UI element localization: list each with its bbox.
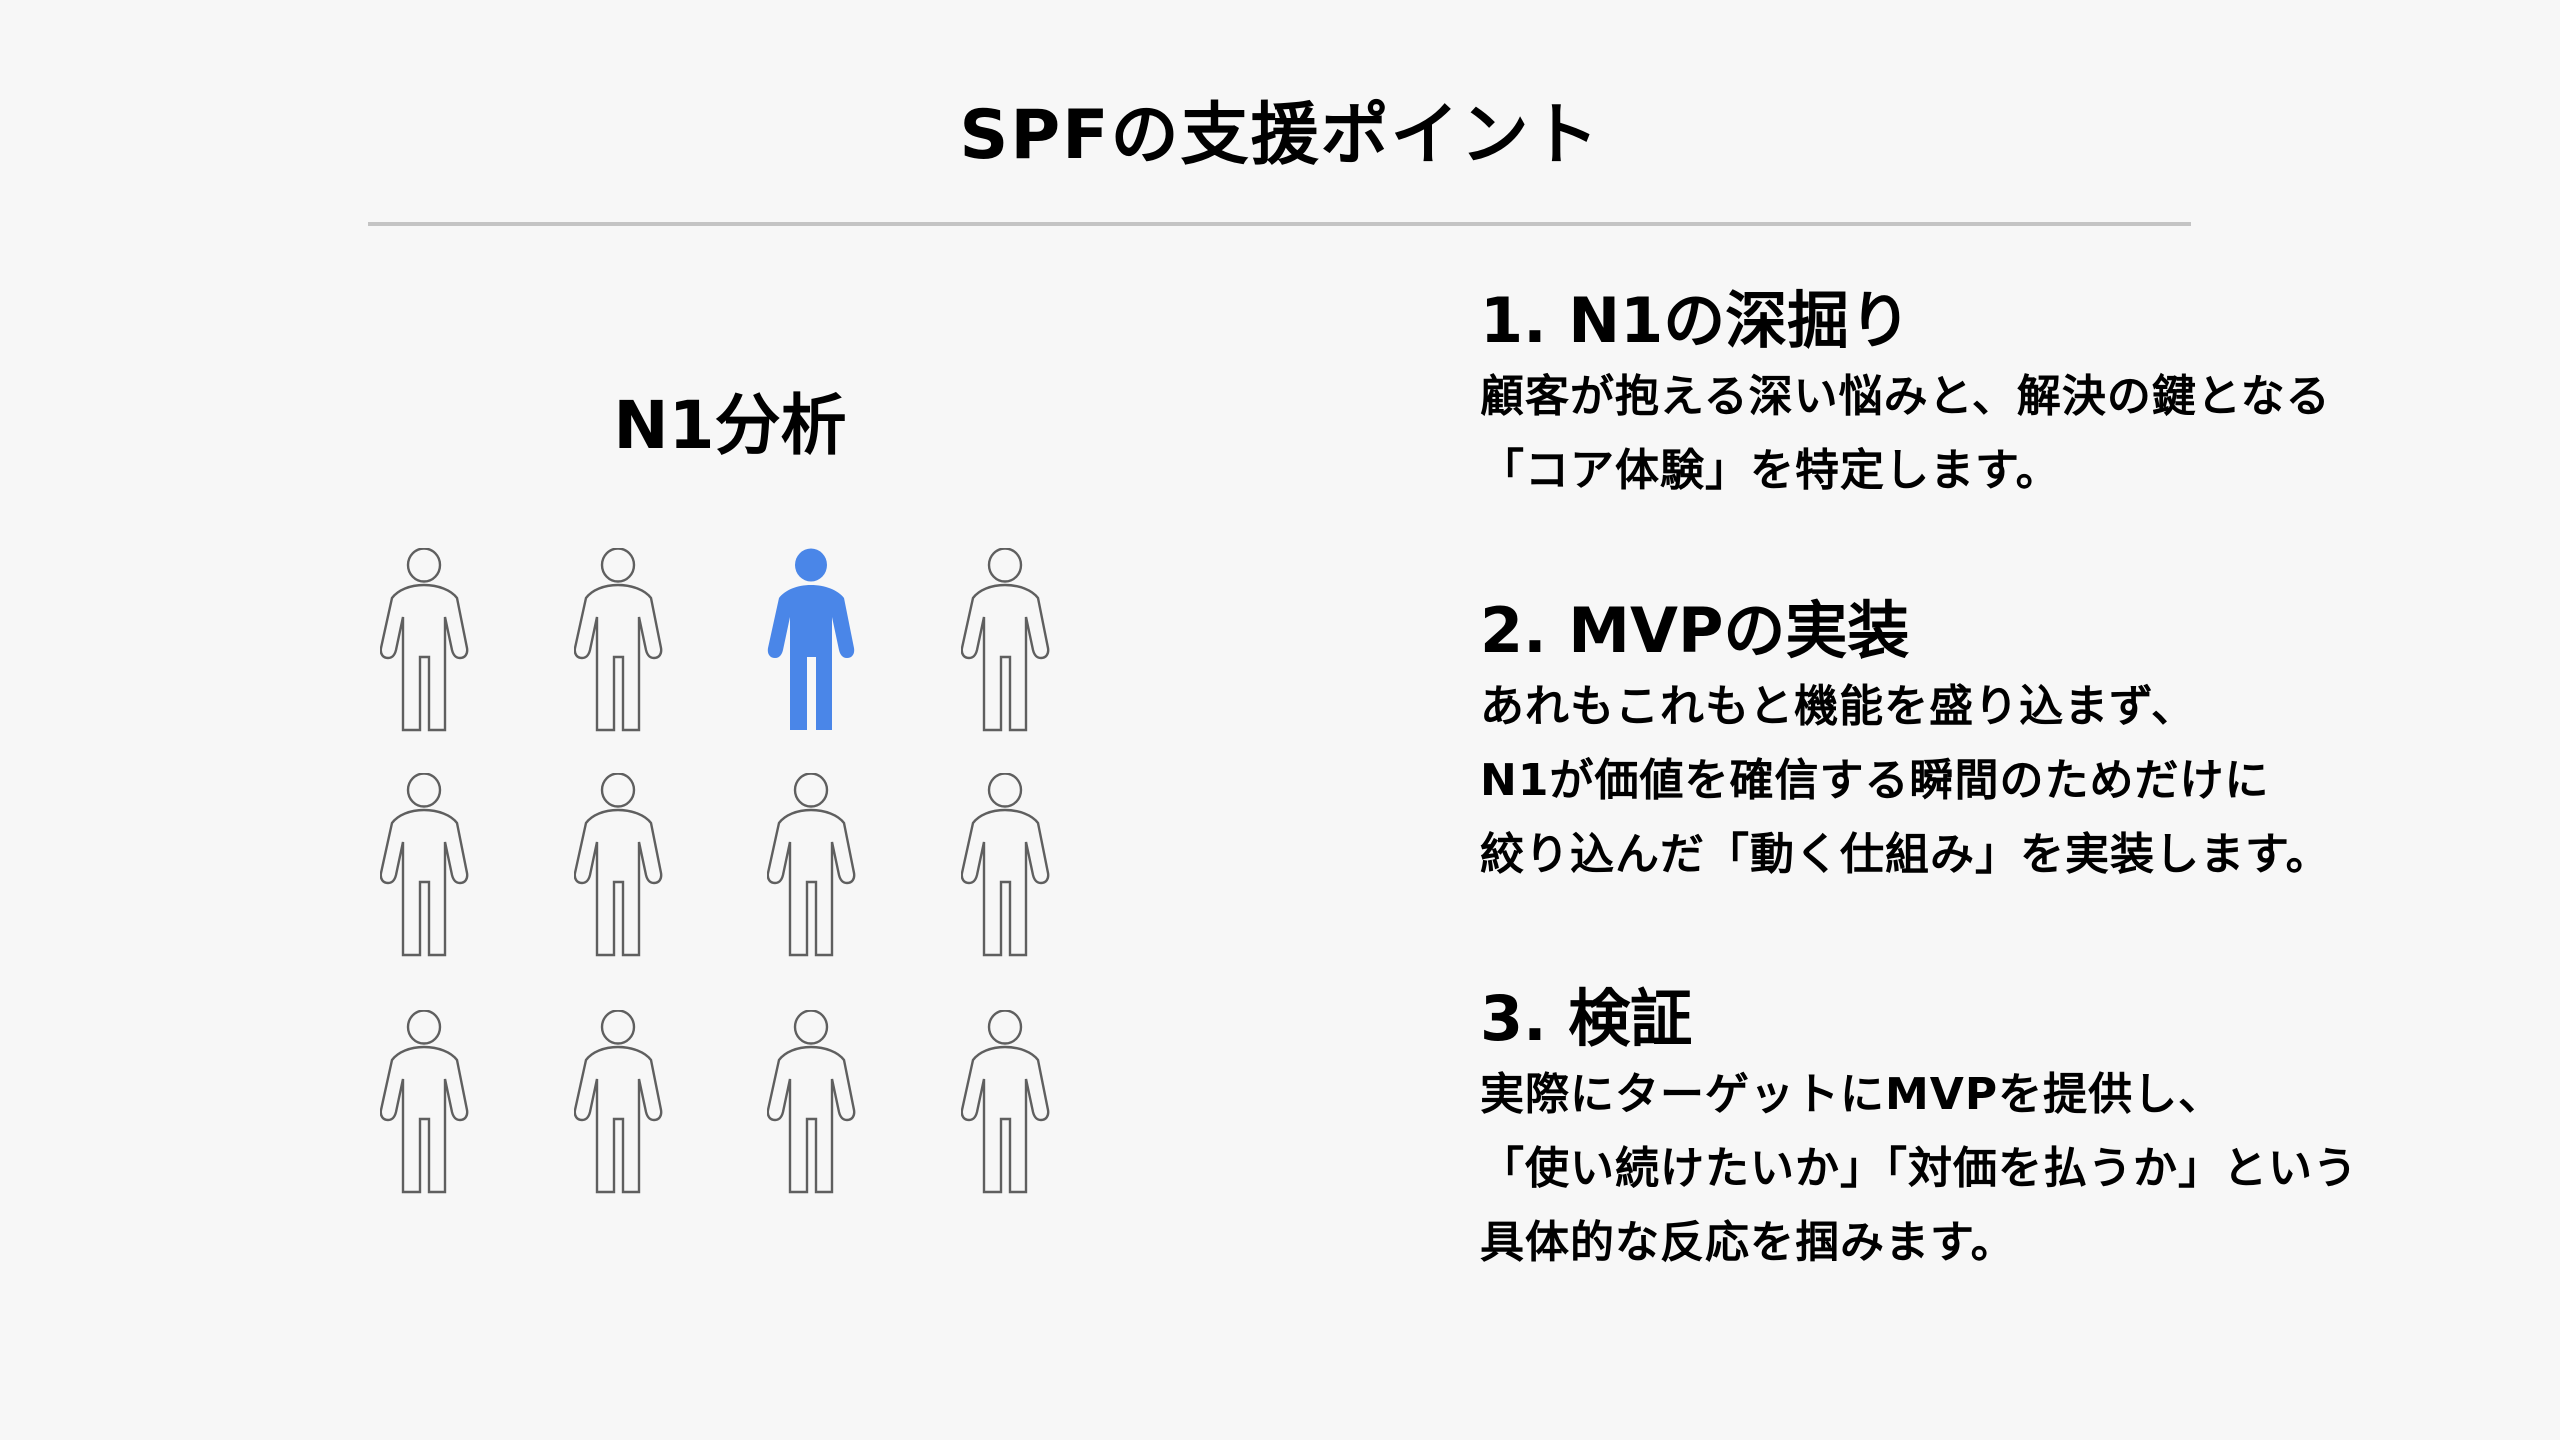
section-text-line: 具体的な反応を掴みます。 bbox=[1480, 1217, 2016, 1268]
section-text-line: あれもこれもと機能を盛り込まず、 bbox=[1480, 681, 2197, 732]
n1-analysis-label: N1分析 bbox=[613, 387, 847, 464]
section-text-line: N1が価値を確信する瞬間のためだけに bbox=[1480, 755, 2270, 806]
person-icon bbox=[961, 773, 1051, 957]
person-icon bbox=[767, 1010, 857, 1194]
section-heading: 2. MVPの実装 bbox=[1480, 594, 1910, 667]
section-mvp-implementation: 2. MVPの実装 あれもこれもと機能を盛り込まず、 N1が価値を確信する瞬間の… bbox=[1480, 594, 2480, 892]
person-icon bbox=[574, 773, 664, 957]
person-icon bbox=[767, 773, 857, 957]
person-icon bbox=[380, 548, 470, 732]
section-heading: 3. 検証 bbox=[1480, 982, 1693, 1055]
section-text-line: 絞り込んだ「動く仕組み」を実装します。 bbox=[1480, 829, 2331, 880]
section-text-line: 「使い続けたいか」「対価を払うか」という bbox=[1480, 1143, 2358, 1194]
person-icon bbox=[961, 1010, 1051, 1194]
person-icon bbox=[574, 1010, 664, 1194]
section-n1-deep-dive: 1. N1の深掘り 顧客が抱える深い悩みと、解決の鍵となる 「コア体験」を特定し… bbox=[1480, 284, 2480, 508]
section-text-line: 実際にターゲットにMVPを提供し、 bbox=[1480, 1069, 2224, 1120]
person-icon bbox=[380, 1010, 470, 1194]
person-icon bbox=[574, 548, 664, 732]
section-text-line: 顧客が抱える深い悩みと、解決の鍵となる bbox=[1480, 371, 2331, 422]
person-icon bbox=[380, 773, 470, 957]
person-icon bbox=[961, 548, 1051, 732]
section-text-line: 「コア体験」を特定します。 bbox=[1480, 445, 2061, 496]
title-divider bbox=[368, 222, 2191, 226]
person-icon-highlighted bbox=[767, 548, 857, 732]
page-title: SPFの支援ポイント bbox=[959, 96, 1601, 175]
section-heading: 1. N1の深掘り bbox=[1480, 284, 1912, 357]
section-validation: 3. 検証 実際にターゲットにMVPを提供し、 「使い続けたいか」「対価を払うか… bbox=[1480, 982, 2480, 1280]
